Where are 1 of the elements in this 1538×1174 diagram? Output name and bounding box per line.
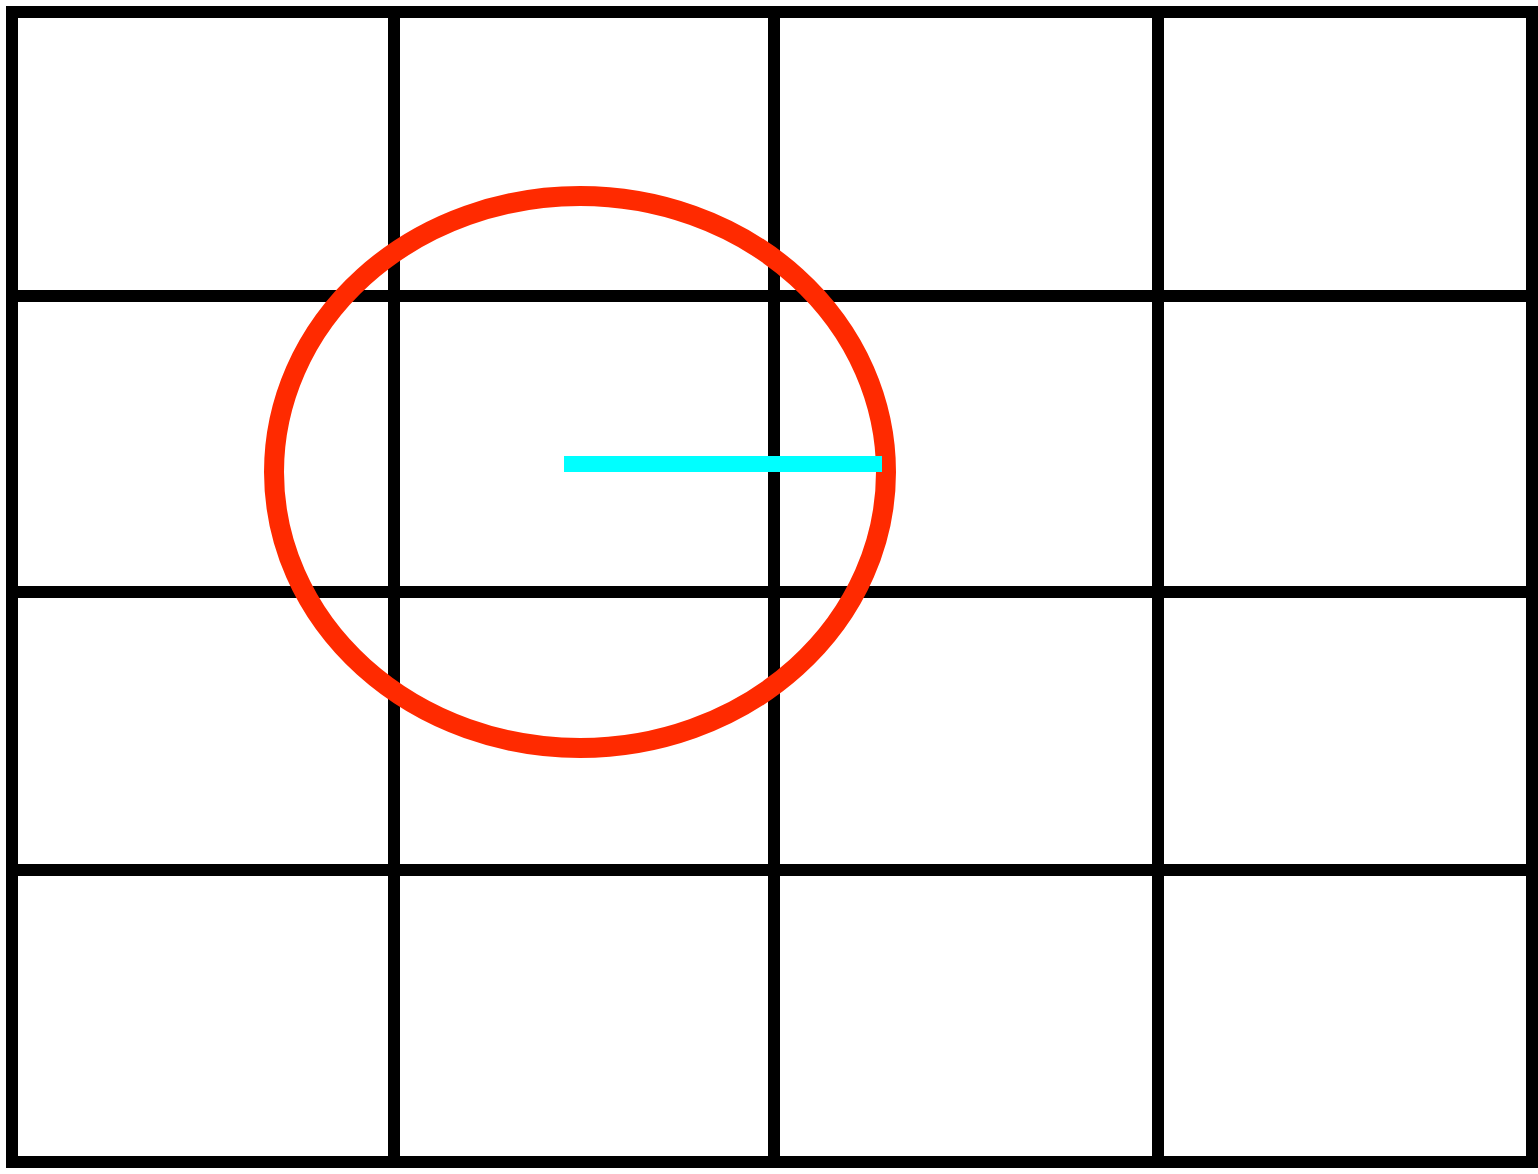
- circle-outline: [264, 186, 896, 758]
